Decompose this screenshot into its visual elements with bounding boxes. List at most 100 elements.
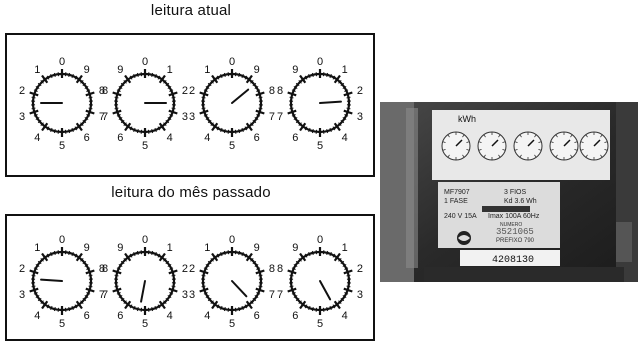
dial-minor-tick [167,117,172,121]
dial-minor-tick [165,119,170,124]
dial-tick [158,122,166,132]
dial-tick [124,74,132,84]
dial-number: 3 [357,289,363,301]
dial-minor-tick [57,307,60,312]
dial-minor-tick [140,250,143,255]
dial-minor-tick [151,72,154,77]
dial-minor-tick [74,75,78,80]
dial-number: 6 [84,310,90,322]
dial-minor-tick [338,122,342,126]
dial-minor-tick [154,73,157,79]
dial-minor-tick [326,129,329,134]
dial-minor-tick [171,107,176,110]
dial-tick [211,252,219,262]
dial-number: 2 [19,263,25,275]
dial-minor-tick [201,96,206,99]
dial-number: 8 [277,85,283,97]
dial-minor-tick [234,72,237,77]
dial-number: 5 [317,318,323,330]
dial-minor-tick [53,129,56,134]
dial-number: 7 [102,289,108,301]
dial-tick [255,287,265,293]
dial-minor-tick [163,122,167,126]
dial-minor-tick [241,73,244,79]
dial-minor-tick [88,274,93,277]
dial-minor-tick [252,260,257,265]
dial-minor-tick [216,126,220,131]
dial-tick [158,252,166,262]
dial-minor-tick [244,304,248,309]
dial-tick [333,252,341,262]
dial-minor-tick [80,300,84,304]
dial-minor-tick [80,122,84,126]
dial-minor-tick [234,307,237,312]
dial-number: 9 [254,64,260,76]
dial-minor-tick [53,250,56,255]
dial-number: 1 [204,64,210,76]
dial-tick [124,122,132,132]
dial-number: 4 [204,310,210,322]
dial-minor-tick [254,295,259,299]
dial-tick [85,109,95,115]
plate-line-5: Imax 100A 60Hz [488,213,540,220]
dial-minor-tick [216,253,220,258]
dial-number: 9 [292,242,298,254]
dial-number: 4 [342,132,348,144]
dial-number: 7 [99,111,105,123]
dial-minor-tick [342,263,347,267]
dial-minor-tick [46,304,50,309]
dial-tick [245,252,253,262]
dial-minor-tick [201,285,206,288]
dial-minor-tick [120,119,125,124]
dial-minor-tick [342,295,347,299]
dial-minor-tick [346,96,351,99]
dial-number: 0 [59,234,65,246]
dial-minor-tick [114,285,119,288]
dial-minor-tick [118,263,123,267]
dial-minor-tick [289,285,294,288]
dial-minor-tick [35,117,40,121]
dial-number: 9 [117,242,123,254]
dial-tick [112,91,122,97]
dial-minor-tick [293,263,298,267]
dial-tick [124,300,132,310]
dial-minor-tick [216,75,220,80]
dial-minor-tick [129,75,133,80]
dial-minor-tick [40,80,44,84]
dial-number: 0 [317,56,323,68]
dial-tick [255,109,265,115]
dial-minor-tick [129,253,133,258]
dial-tick [199,269,209,275]
dial-minor-tick [241,251,244,257]
dial-minor-tick [33,114,38,117]
dial-number: 1 [167,242,173,254]
dial-minor-tick [151,250,154,255]
dial-number: 3 [189,111,195,123]
dial-minor-tick [114,274,119,277]
dial-number: 6 [117,310,123,322]
dial-tick [75,252,83,262]
previous-reading-box [5,214,375,341]
dial-number: 6 [84,132,90,144]
dial-tick [85,91,95,97]
dial-minor-tick [35,295,40,299]
dial-minor-tick [120,260,125,265]
dial-number: 2 [19,85,25,97]
dial-number: 5 [142,140,148,152]
dial-minor-tick [250,258,254,262]
dial-tick [245,74,253,84]
dial-number: 8 [277,263,283,275]
meter-code: 4208130 [492,255,534,266]
dial-minor-tick [244,126,248,131]
dial-minor-tick [234,250,237,255]
dial-minor-tick [118,85,123,89]
dial-minor-tick [252,82,257,87]
dial-tick [112,287,122,293]
dial-minor-tick [315,307,318,312]
dial-minor-tick [31,107,36,110]
dial-minor-tick [35,85,40,89]
dial-minor-tick [304,75,308,80]
dial-minor-tick [74,304,78,309]
dial-minor-tick [258,107,263,110]
